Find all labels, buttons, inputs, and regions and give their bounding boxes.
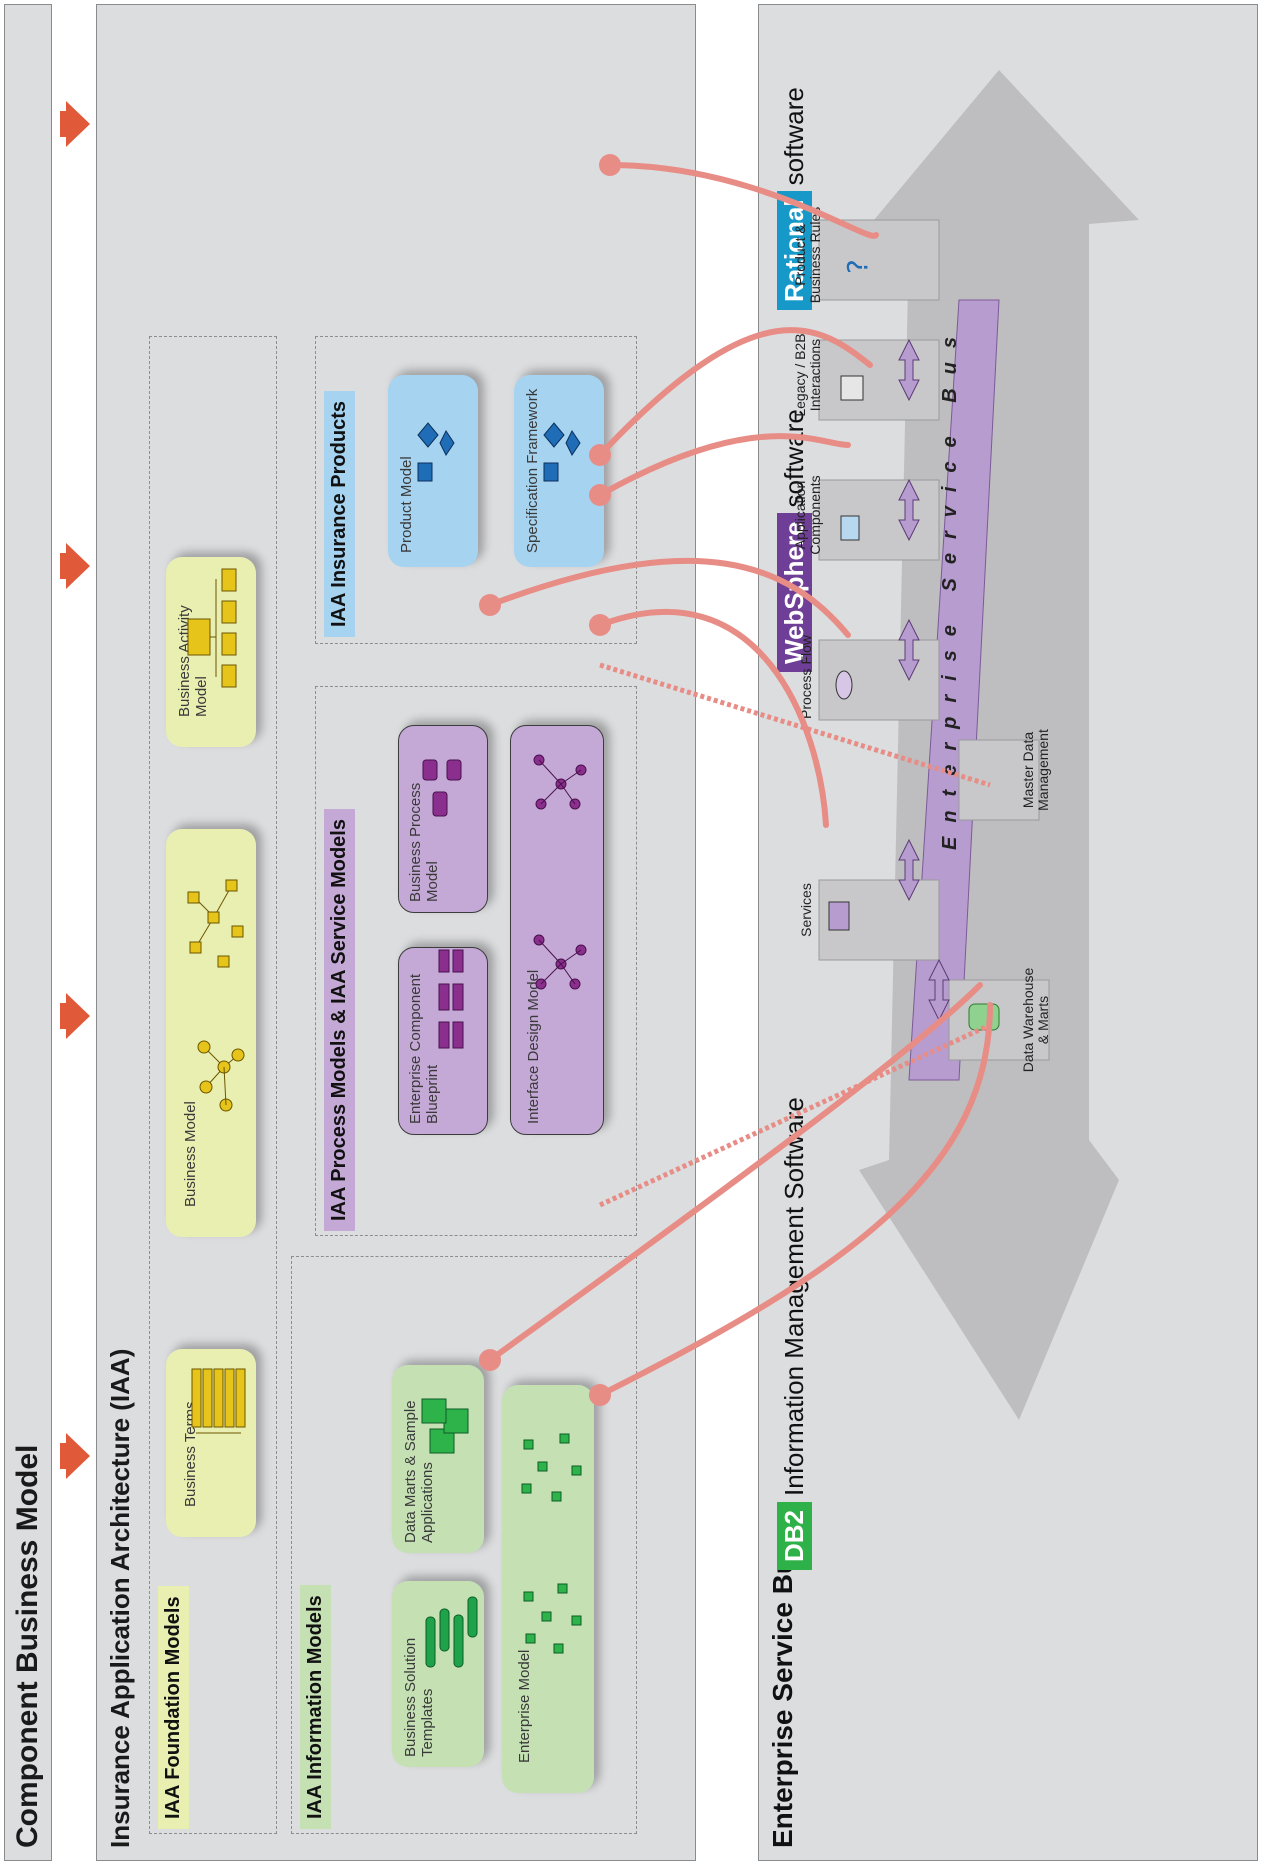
card-process-model[interactable]: Business Process Model (398, 725, 488, 913)
card-product-model[interactable]: Product Model (388, 375, 478, 567)
product-model-icon (417, 422, 455, 482)
connector-dot-2 (479, 1349, 501, 1371)
connector-solution-templates-dw (487, 982, 983, 1363)
card-specification-framework[interactable]: Specification Framework (514, 375, 604, 567)
bus-arrow-5 (898, 338, 920, 402)
interface-design-icon (533, 754, 587, 990)
connector-dot-7 (599, 154, 621, 176)
dotted-enterprise-dw (598, 1022, 992, 1208)
specification-framework-icon (543, 422, 581, 482)
connector-interface-legacy (597, 327, 873, 458)
connector-interface-app (597, 433, 851, 498)
business-terms-icon (191, 1368, 246, 1434)
dotted-interface-mdm (599, 662, 991, 788)
connector-interface-services (597, 609, 829, 828)
connector-dot-6 (589, 444, 611, 466)
card-data-marts[interactable]: Data Marts & Sample Applications (392, 1365, 484, 1553)
card-component-blueprint[interactable]: Enterprise Component Blueprint (398, 947, 488, 1135)
card-enterprise-model[interactable]: Enterprise Model (502, 1385, 594, 1793)
bus-arrow-3 (898, 618, 920, 682)
connector-dot-4 (589, 614, 611, 636)
connector-spec-rules (607, 162, 879, 239)
connector-dot-3 (479, 594, 501, 616)
marker-arrow-3 (60, 543, 90, 589)
legacy-icon (840, 375, 864, 401)
rules-icon: ? (841, 259, 874, 274)
flow-icon (835, 670, 853, 700)
component-blueprint-icon (438, 949, 464, 1049)
components-icon (840, 515, 860, 541)
envelope-icon (828, 901, 850, 931)
connector-dot-1 (589, 1384, 611, 1406)
bus-arrow-1 (928, 958, 950, 1022)
products-group: IAA Insurance Products Product Model Spe… (315, 336, 637, 644)
marker-arrow-4 (60, 101, 90, 147)
data-marts-icon (421, 1398, 469, 1454)
process-group: IAA Process Models & IAA Service Models … (315, 686, 637, 1236)
card-business-terms[interactable]: Business Terms (166, 1349, 256, 1537)
marker-arrow-1 (60, 1433, 90, 1479)
card-business-activity[interactable]: Business Activity Model (166, 557, 256, 747)
business-activity-icon (187, 568, 237, 688)
enterprise-model-icon (521, 1433, 582, 1654)
card-business-model[interactable]: Business Model (166, 829, 256, 1237)
connector-dot-5 (589, 484, 611, 506)
process-model-icon (422, 759, 462, 817)
bus-arrow-2 (898, 838, 920, 902)
marker-arrow-2 (60, 993, 90, 1039)
business-model-icon (187, 879, 245, 1112)
bus-arrow-4 (898, 478, 920, 542)
solution-templates-icon (425, 1596, 478, 1668)
foundation-group: IAA Foundation Models Business Terms Bus… (149, 336, 277, 1834)
connector-enterprise-model-dw (597, 1002, 993, 1398)
card-interface-design[interactable]: Interface Design Model (510, 725, 604, 1135)
information-group: IAA Information Models Business Solution… (291, 1256, 637, 1834)
card-solution-templates[interactable]: Business Solution Templates (392, 1581, 484, 1767)
node-box-rules (818, 219, 940, 301)
iaa-panel: Insurance Application Architecture (IAA)… (96, 4, 696, 1861)
connector-process-model-flow (487, 557, 851, 638)
node-box-mdm (958, 739, 1040, 821)
